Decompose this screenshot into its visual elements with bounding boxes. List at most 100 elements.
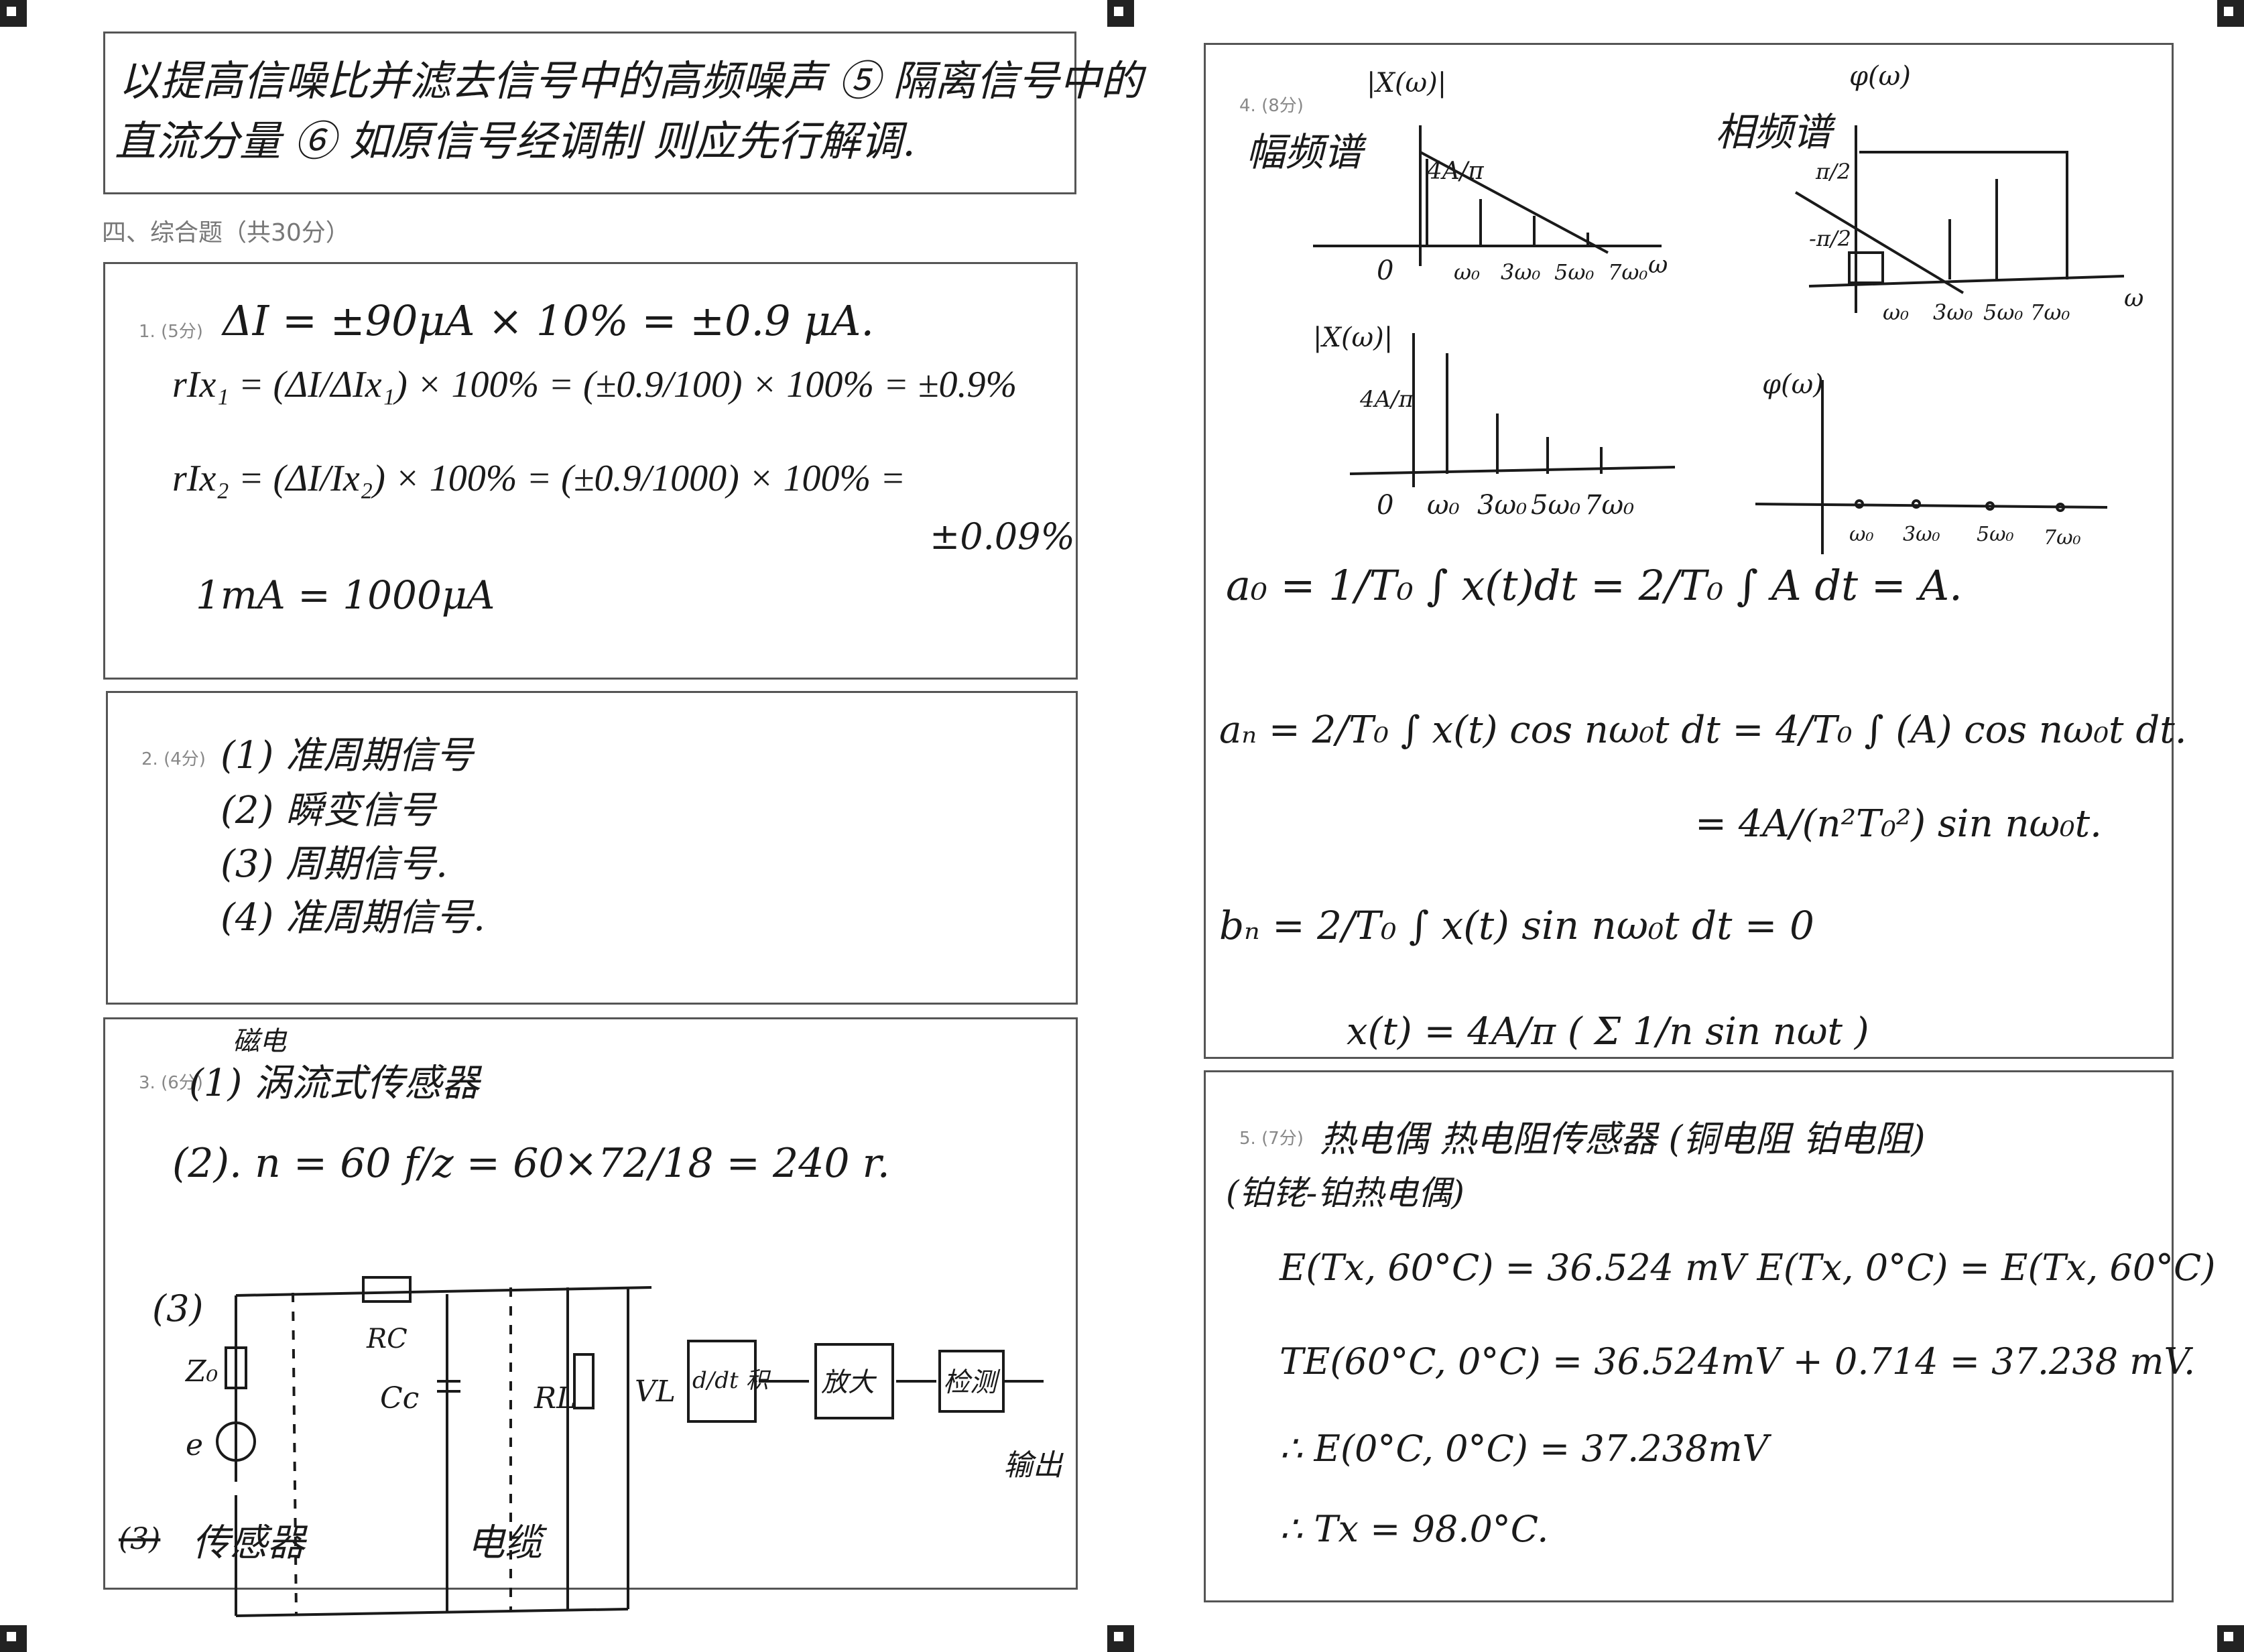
handwritten-line: ∴ E(0°C, 0°C) = 37.238mV bbox=[1280, 1427, 1769, 1470]
tick-label: 5ω₀ bbox=[1531, 490, 1580, 521]
tick-label: ω₀ bbox=[1427, 490, 1460, 521]
diagram-stroke bbox=[814, 1343, 894, 1419]
amp-value: 4A/π bbox=[1426, 157, 1485, 185]
tick-label: 7ω₀ bbox=[1608, 259, 1647, 285]
diagram-stroke bbox=[216, 1421, 256, 1462]
origin-label: 0 bbox=[1377, 490, 1393, 521]
handwritten-line: E(Tx, 60°C) = 36.524 mV E(Tx, 0°C) = E(T… bbox=[1280, 1247, 2216, 1289]
tick-label: 5ω₀ bbox=[1977, 523, 2014, 546]
detector-block: 检测 bbox=[943, 1367, 1001, 1398]
spectrum-plots: 幅频谱 |X(ω)| 4A/π 0 ω₀ 3ω₀ 5ω₀ 7ω₀ ω 相频谱 φ… bbox=[1246, 61, 2143, 554]
handwritten-line: rIx₁ = (ΔI/ΔIx₁) × 100% = (±0.9/100) × 1… bbox=[172, 364, 1017, 405]
answer-box-previous: 以提高信噪比并滤去信号中的高频噪声 ⑤ 隔离信号中的 直流分量 ⑥ 如原信号经调… bbox=[103, 31, 1142, 194]
tick-label: 5ω₀ bbox=[1554, 259, 1594, 285]
question-label: 2. (4分) bbox=[141, 749, 206, 769]
handwritten-line: 热电偶 热电阻传感器 (铜电阻 铂电阻) bbox=[1320, 1118, 1926, 1160]
e-label: e bbox=[186, 1428, 203, 1462]
diagram-stroke bbox=[1912, 499, 1921, 509]
tick-label: ω₀ bbox=[1454, 259, 1480, 285]
equation-an-result: = 4A/(n²T₀²) sin nω₀t. bbox=[1695, 802, 2102, 846]
rc-label: RC bbox=[366, 1324, 408, 1354]
phase-axis-label: φ(ω) bbox=[1849, 61, 1911, 92]
diagram-stroke bbox=[2056, 503, 2065, 512]
answer-box-q3: 3. (6分) 磁电 (1) 涡流式传感器 (2). n = 60 f/z = … bbox=[103, 1017, 1078, 1617]
tick-label: 3ω₀ bbox=[1501, 259, 1540, 285]
handwritten-line: rIx₂ = (ΔI/Ix₂) × 100% = (±0.9/1000) × 1… bbox=[172, 458, 906, 499]
amplitude-spectrum-title: 幅频谱 bbox=[1246, 129, 1367, 175]
output-label: 输出 bbox=[1003, 1448, 1064, 1482]
diagram-stroke bbox=[1755, 503, 2108, 509]
omega-label: ω bbox=[1648, 251, 1668, 279]
handwritten-line: 1mA = 1000μA bbox=[196, 572, 495, 618]
phase-value: -π/2 bbox=[1809, 226, 1851, 251]
diagram-stroke bbox=[1848, 251, 1884, 284]
diagram-stroke bbox=[1855, 499, 1864, 509]
tick-label: ω₀ bbox=[1883, 300, 1909, 325]
diagram-stroke bbox=[573, 1353, 595, 1409]
diagram-stroke bbox=[687, 1340, 757, 1423]
question-label: 1. (5分) bbox=[139, 322, 203, 342]
registration-marker bbox=[2217, 1625, 2244, 1652]
tick-label: 5ω₀ bbox=[1983, 300, 2023, 325]
tick-label: 3ω₀ bbox=[1933, 300, 1973, 325]
handwritten-line: (铂铑-铂热电偶) bbox=[1226, 1173, 1464, 1212]
sensor-label: 传感器 bbox=[192, 1521, 308, 1565]
tick-label: ω₀ bbox=[1849, 523, 1874, 546]
handwritten-line: (3) 周期信号. bbox=[221, 842, 448, 886]
diagram-stroke bbox=[1794, 191, 1965, 294]
phase-spectrum-title: 相频谱 bbox=[1715, 109, 1836, 155]
answer-box-q1: 1. (5分) ΔI = ±90μA × 10% = ±0.9 μA. rIx₁… bbox=[103, 262, 1078, 680]
diagram-stroke bbox=[362, 1276, 412, 1303]
handwritten-line: 直流分量 ⑥ 如原信号经调制 则应先行解调. bbox=[115, 117, 916, 166]
handwritten-line: 以提高信噪比并滤去信号中的高频噪声 ⑤ 隔离信号中的 bbox=[119, 56, 1143, 105]
tick-label: 7ω₀ bbox=[1584, 490, 1634, 521]
diagram-stroke bbox=[235, 1608, 629, 1617]
equation-bn: bₙ = 2/T₀ ∫ x(t) sin nω₀t dt = 0 bbox=[1219, 903, 1814, 948]
question-label: 3. (6分) bbox=[139, 1073, 203, 1093]
omega-label: ω bbox=[2124, 285, 2143, 312]
amp-value: 4A/π bbox=[1359, 386, 1414, 413]
handwritten-line: ΔI = ±90μA × 10% = ±0.9 μA. bbox=[223, 296, 875, 345]
diagram-stroke bbox=[235, 1286, 652, 1297]
tick-label: 3ω₀ bbox=[1477, 490, 1527, 521]
tick-label: 7ω₀ bbox=[2030, 300, 2070, 325]
rl-label: RL bbox=[534, 1381, 576, 1415]
diagram-stroke bbox=[1985, 501, 1995, 511]
diagram-stroke bbox=[1420, 151, 1609, 254]
vl-label: VL bbox=[635, 1375, 676, 1409]
handwritten-line: (2) 瞬变信号 bbox=[221, 789, 436, 832]
registration-marker bbox=[0, 1625, 27, 1652]
tick-label: 3ω₀ bbox=[1903, 523, 1940, 546]
amp-axis-label: |X(ω)| bbox=[1313, 322, 1393, 353]
diagram-stroke bbox=[225, 1346, 247, 1389]
handwritten-line: (1) 准周期信号 bbox=[221, 734, 474, 777]
handwritten-line: (2). n = 60 f/z = 60×72/18 = 240 r. bbox=[172, 1140, 890, 1187]
registration-marker bbox=[2217, 0, 2244, 27]
differentiator-block: d/dt 积 bbox=[692, 1367, 771, 1394]
equation-xt: x(t) = 4A/π ( Σ 1/n sin nωt ) bbox=[1347, 1010, 1869, 1054]
cc-label: Cc bbox=[380, 1381, 419, 1415]
circuit-diagram: Z₀ e RC Cc RL VL d/dt 积 放大 检测 输出 (3) 传感器… bbox=[119, 1276, 1064, 1617]
handwritten-line: (3) bbox=[152, 1287, 204, 1330]
equation-an: aₙ = 2/T₀ ∫ x(t) cos nω₀t dt = 4/T₀ ∫ (A… bbox=[1219, 708, 2187, 752]
origin-label: 0 bbox=[1377, 255, 1393, 286]
registration-marker bbox=[1107, 0, 1134, 27]
z0-label: Z₀ bbox=[184, 1354, 219, 1389]
section-title: 四、综合题（共30分） bbox=[102, 219, 350, 247]
handwritten-line: TE(60°C, 0°C) = 36.524mV + 0.714 = 37.23… bbox=[1280, 1340, 2196, 1383]
amplifier-block: 放大 bbox=[821, 1367, 877, 1398]
handwritten-correction: 磁电 bbox=[233, 1026, 286, 1057]
registration-marker bbox=[0, 0, 27, 27]
phase-value: π/2 bbox=[1815, 159, 1851, 184]
handwritten-line: (1) 涡流式传感器 bbox=[189, 1062, 480, 1105]
diagram-stroke bbox=[1349, 466, 1676, 475]
equation-a0: a₀ = 1/T₀ ∫ x(t)dt = 2/T₀ ∫ A dt = A. bbox=[1226, 561, 1962, 610]
diagram-stroke bbox=[1859, 151, 2068, 279]
diagram-stroke bbox=[292, 1292, 298, 1616]
phase-axis-label: φ(ω) bbox=[1762, 369, 1824, 400]
handwritten-line: ±0.09% bbox=[930, 515, 1075, 558]
cable-label: 电缆 bbox=[467, 1521, 548, 1565]
amp-axis-label: |X(ω)| bbox=[1367, 68, 1446, 99]
registration-marker bbox=[1107, 1625, 1134, 1652]
answer-box-q5: 5. (7分) 热电偶 热电阻传感器 (铜电阻 铂电阻) (铂铑-铂热电偶) E… bbox=[1204, 1070, 2215, 1602]
